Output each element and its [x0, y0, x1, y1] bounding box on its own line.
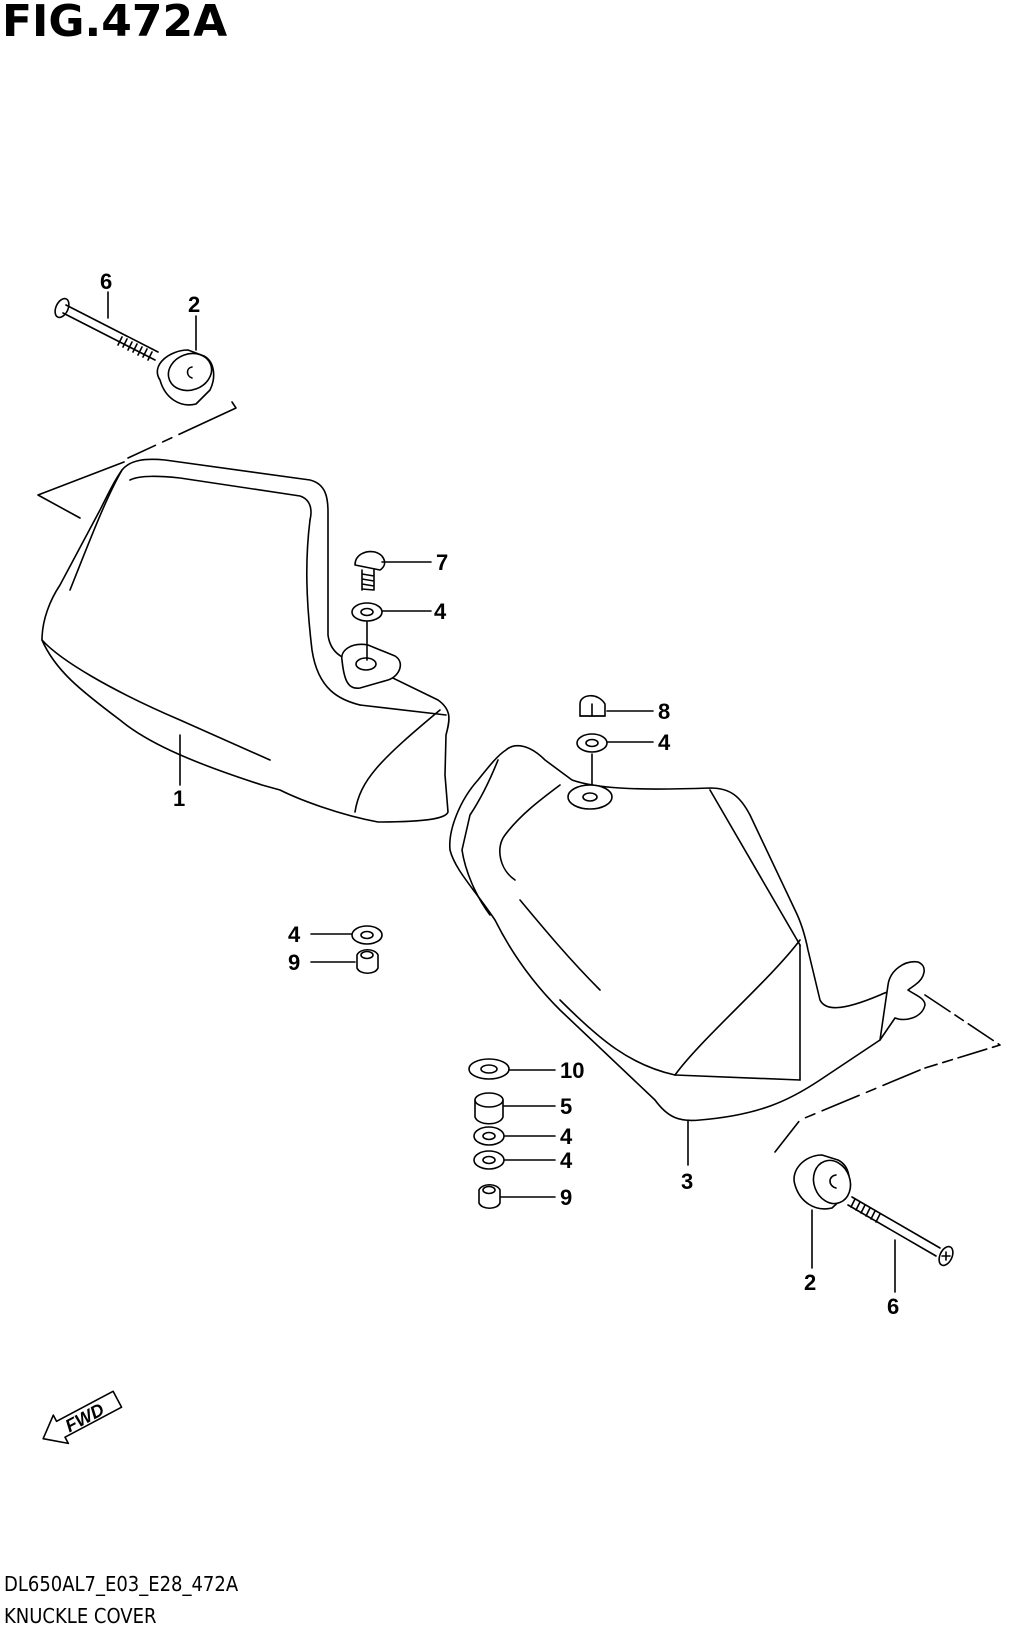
callout-7: 7 — [436, 550, 448, 575]
callout-1: 1 — [173, 786, 185, 811]
callout-5: 5 — [560, 1094, 572, 1119]
callout-3: 3 — [681, 1169, 693, 1194]
washer-10[interactable] — [468, 1058, 510, 1080]
callout-9-a: 9 — [288, 950, 300, 975]
callout-4-d: 4 — [560, 1124, 573, 1149]
grommet-lower[interactable] — [793, 1154, 856, 1210]
callout-4-c: 4 — [288, 922, 301, 947]
bolt-upper[interactable] — [52, 296, 159, 361]
fwd-label: FWD — [62, 1399, 108, 1436]
grommet-upper[interactable] — [156, 348, 217, 406]
screw-7[interactable] — [354, 550, 386, 591]
figure-code: DL650AL7_E03_E28_472A — [4, 1572, 239, 1596]
callout-4-a: 4 — [434, 599, 447, 624]
callout-2-lower: 2 — [804, 1270, 816, 1295]
washer-4-c[interactable] — [351, 925, 383, 945]
callout-10: 10 — [560, 1058, 584, 1083]
callout-6-lower: 6 — [887, 1294, 899, 1319]
nut-9-b[interactable] — [478, 1183, 501, 1210]
washer-4-b[interactable] — [576, 733, 608, 753]
callout-8: 8 — [658, 699, 670, 724]
spacer-5[interactable] — [474, 1092, 504, 1125]
nut-9-a[interactable] — [356, 948, 379, 975]
washer-4-e[interactable] — [473, 1150, 505, 1170]
callout-4-e: 4 — [560, 1148, 573, 1173]
callout-4-b: 4 — [658, 730, 671, 755]
bolt-lower[interactable] — [847, 1196, 956, 1268]
washer-4-d[interactable] — [473, 1126, 505, 1146]
cap-nut-8[interactable] — [579, 694, 606, 717]
knuckle-cover-right[interactable] — [449, 744, 926, 1122]
figure-caption: KNUCKLE COVER — [4, 1604, 157, 1628]
fwd-arrow-icon: FWD — [42, 1390, 123, 1445]
knuckle-cover-left[interactable] — [41, 458, 450, 823]
callout-2-upper: 2 — [188, 292, 200, 317]
callout-9-b: 9 — [560, 1185, 572, 1210]
callout-6-upper: 6 — [100, 269, 112, 294]
washer-4-a[interactable] — [351, 602, 383, 622]
figure-title: FIG.472A — [2, 0, 228, 47]
